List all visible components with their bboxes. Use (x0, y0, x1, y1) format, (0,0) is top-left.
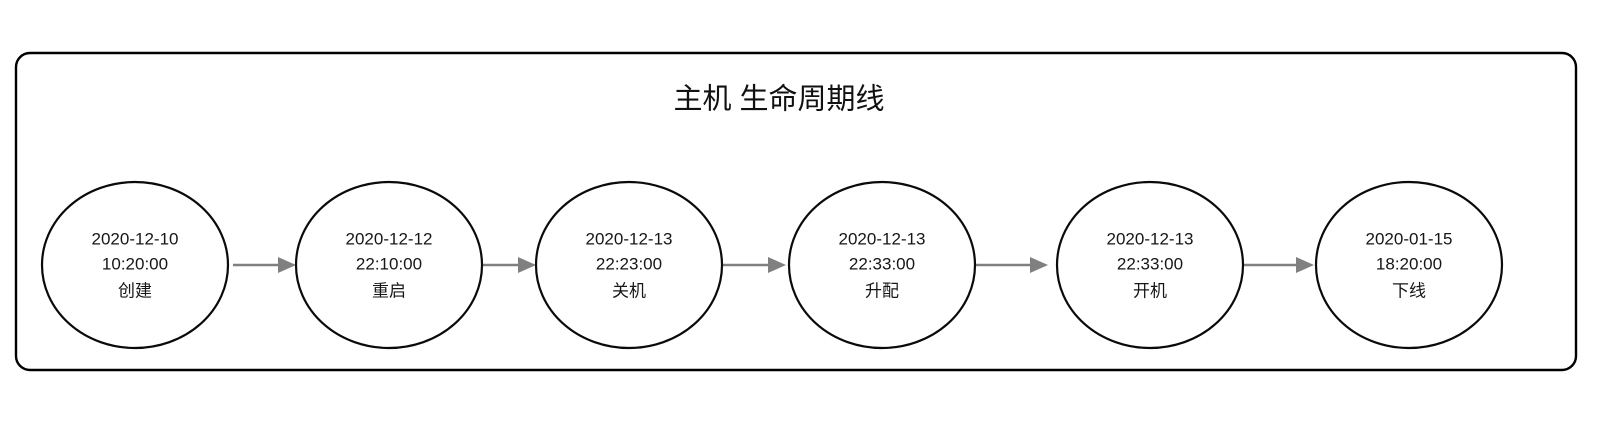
node-event: 开机 (1133, 281, 1167, 300)
node-event: 关机 (612, 281, 646, 300)
node-event: 创建 (118, 281, 152, 300)
connector-arrow-1 (233, 257, 296, 273)
node-date: 2020-12-13 (586, 229, 673, 248)
node-date: 2020-01-15 (1366, 229, 1453, 248)
node-date: 2020-12-13 (839, 229, 926, 248)
lifecycle-node-5[interactable]: 2020-12-13 22:33:00 开机 (1055, 180, 1245, 350)
node-event: 下线 (1392, 281, 1426, 300)
node-time: 22:33:00 (1117, 254, 1183, 273)
node-time: 22:23:00 (596, 254, 662, 273)
node-ellipse (1314, 180, 1504, 350)
diagram-title: 主机 生命周期线 (673, 83, 884, 116)
node-ellipse (294, 180, 484, 350)
connector-arrow-4 (975, 257, 1048, 273)
node-time: 22:33:00 (849, 254, 915, 273)
node-ellipse (534, 180, 724, 350)
node-date: 2020-12-13 (1107, 229, 1194, 248)
node-event: 升配 (865, 281, 899, 300)
lifecycle-node-3[interactable]: 2020-12-13 22:23:00 关机 (534, 180, 724, 350)
connector-arrowhead-icon (278, 257, 296, 273)
lifecycle-node-1[interactable]: 2020-12-10 10:20:00 创建 (40, 180, 230, 350)
connector-arrowhead-icon (1030, 257, 1048, 273)
node-time: 18:20:00 (1376, 254, 1442, 273)
node-ellipse (787, 180, 977, 350)
connector-arrowhead-icon (518, 257, 536, 273)
connector-arrowhead-icon (768, 257, 786, 273)
node-time: 22:10:00 (356, 254, 422, 273)
lifecycle-node-4[interactable]: 2020-12-13 22:33:00 升配 (787, 180, 977, 350)
node-ellipse (1055, 180, 1245, 350)
lifecycle-node-2[interactable]: 2020-12-12 22:10:00 重启 (294, 180, 484, 350)
connector-arrow-3 (721, 257, 786, 273)
lifecycle-node-6[interactable]: 2020-01-15 18:20:00 下线 (1314, 180, 1504, 350)
connector-arrowhead-icon (1296, 257, 1314, 273)
node-ellipse (40, 180, 230, 350)
node-event: 重启 (372, 281, 406, 300)
connector-arrow-2 (478, 257, 536, 273)
node-date: 2020-12-10 (92, 229, 179, 248)
node-date: 2020-12-12 (346, 229, 433, 248)
node-time: 10:20:00 (102, 254, 168, 273)
